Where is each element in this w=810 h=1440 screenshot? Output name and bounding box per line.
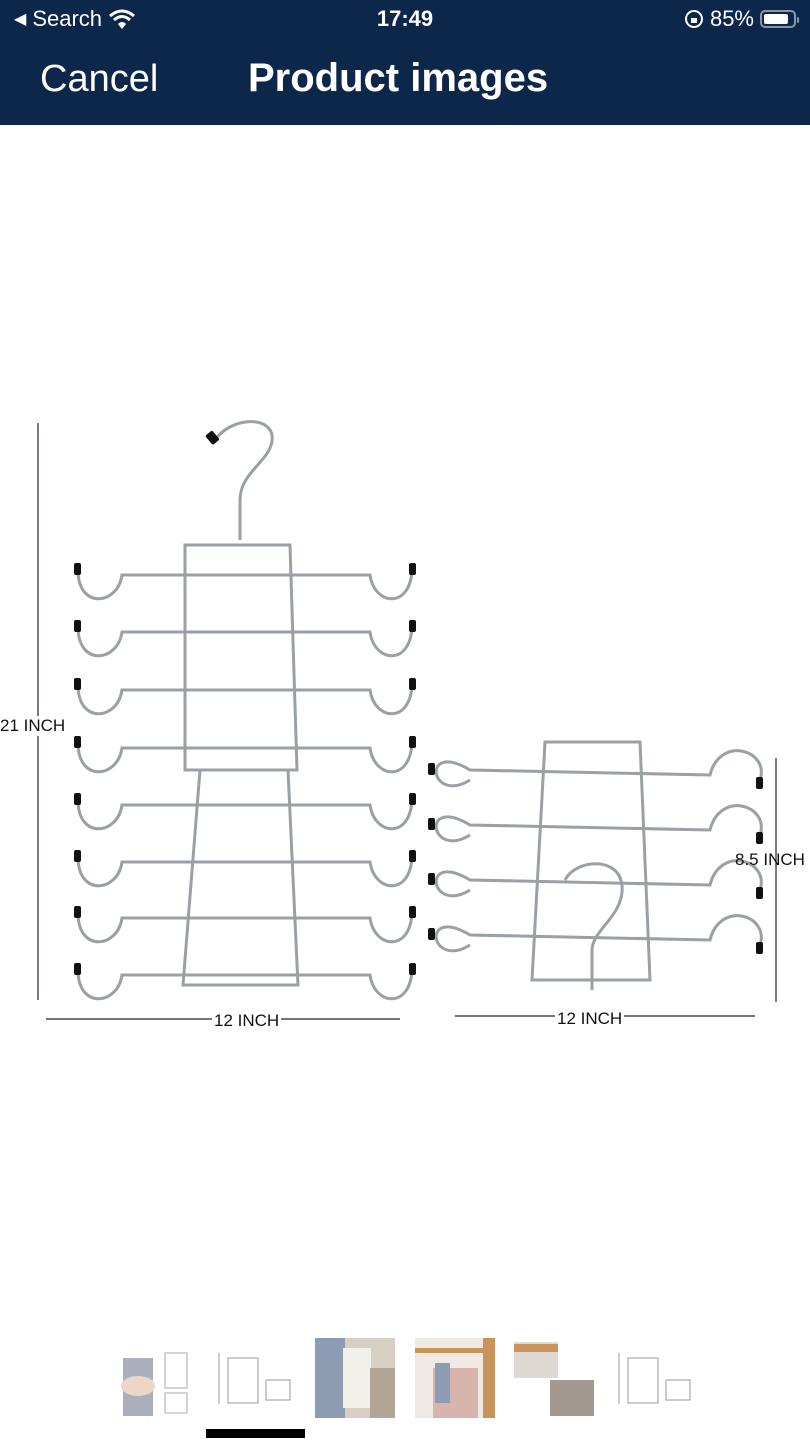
hanger-bar	[76, 684, 414, 716]
status-right: 85%	[684, 6, 799, 32]
rubber-tip	[756, 832, 763, 844]
rubber-tip	[409, 736, 416, 748]
hanger-bar	[76, 742, 414, 774]
back-arrow-icon: ◀	[14, 11, 27, 28]
rubber-tip	[409, 563, 416, 575]
rubber-tip	[409, 963, 416, 975]
back-label: Search	[32, 6, 103, 31]
rubber-tip	[74, 906, 81, 918]
hook-tip	[205, 431, 219, 445]
thumbnail-3[interactable]	[315, 1338, 395, 1418]
rubber-tip	[409, 678, 416, 690]
rubber-tip	[74, 850, 81, 862]
dim-width-right: 12 INCH	[555, 1009, 625, 1029]
rubber-tip	[74, 620, 81, 632]
selected-thumbnail-indicator	[206, 1429, 305, 1438]
hanger-frame-lower	[181, 769, 300, 987]
rubber-tip	[428, 873, 435, 885]
clock: 17:49	[376, 6, 434, 31]
thumbnail-5[interactable]	[514, 1338, 594, 1418]
rubber-tip	[74, 678, 81, 690]
hanger-loop	[434, 749, 763, 788]
hanger-loop	[434, 914, 763, 953]
rubber-tip	[409, 906, 416, 918]
dim-height-left: 21 INCH	[0, 716, 66, 736]
battery-icon	[760, 10, 799, 28]
hanger-frame	[530, 740, 652, 982]
hanger-bar	[76, 969, 414, 1001]
cancel-button[interactable]: Cancel	[40, 58, 159, 100]
back-to-search[interactable]: ◀ Search	[14, 6, 136, 32]
hanger-bar	[76, 569, 414, 601]
product-image[interactable]: 21 INCH 12 INCH 12 INCH 8.5 INCH	[0, 400, 810, 1040]
hanger-bar	[76, 626, 414, 658]
rubber-tip	[756, 777, 763, 789]
rubber-tip	[74, 963, 81, 975]
rubber-tip	[428, 763, 435, 775]
page-title: Product images	[248, 56, 549, 100]
hanger-loop	[434, 859, 763, 898]
rubber-tip	[428, 928, 435, 940]
orientation-lock-icon	[684, 10, 703, 28]
hanger-hook	[563, 862, 624, 990]
thumbnail-6[interactable]	[614, 1338, 694, 1418]
thumbnail-2[interactable]	[214, 1338, 294, 1418]
hanger-bar	[76, 799, 414, 831]
hanger-dimension-drawing	[37, 420, 777, 1020]
rubber-tip	[409, 620, 416, 632]
rubber-tip	[74, 563, 81, 575]
hanger-bar	[76, 912, 414, 944]
dim-width-left: 12 INCH	[212, 1011, 282, 1031]
hanger-bar	[76, 856, 414, 888]
rubber-tip	[756, 887, 763, 899]
rubber-tip	[756, 942, 763, 954]
hanger-hook	[213, 420, 274, 540]
rubber-tip	[74, 736, 81, 748]
rubber-tip	[409, 850, 416, 862]
hanger-loop	[434, 804, 763, 843]
rubber-tip	[428, 818, 435, 830]
rubber-tip	[409, 793, 416, 805]
battery-percent: 85%	[709, 6, 754, 31]
dim-height-right: 8.5 INCH	[735, 850, 805, 869]
rubber-tip	[74, 793, 81, 805]
thumbnail-1[interactable]	[115, 1338, 195, 1418]
thumbnail-4[interactable]	[415, 1338, 495, 1418]
hanger-frame-upper	[183, 543, 299, 772]
top-bar: ◀ Search 17:49 85% Cancel Product images	[0, 0, 810, 125]
wifi-icon	[109, 9, 135, 29]
